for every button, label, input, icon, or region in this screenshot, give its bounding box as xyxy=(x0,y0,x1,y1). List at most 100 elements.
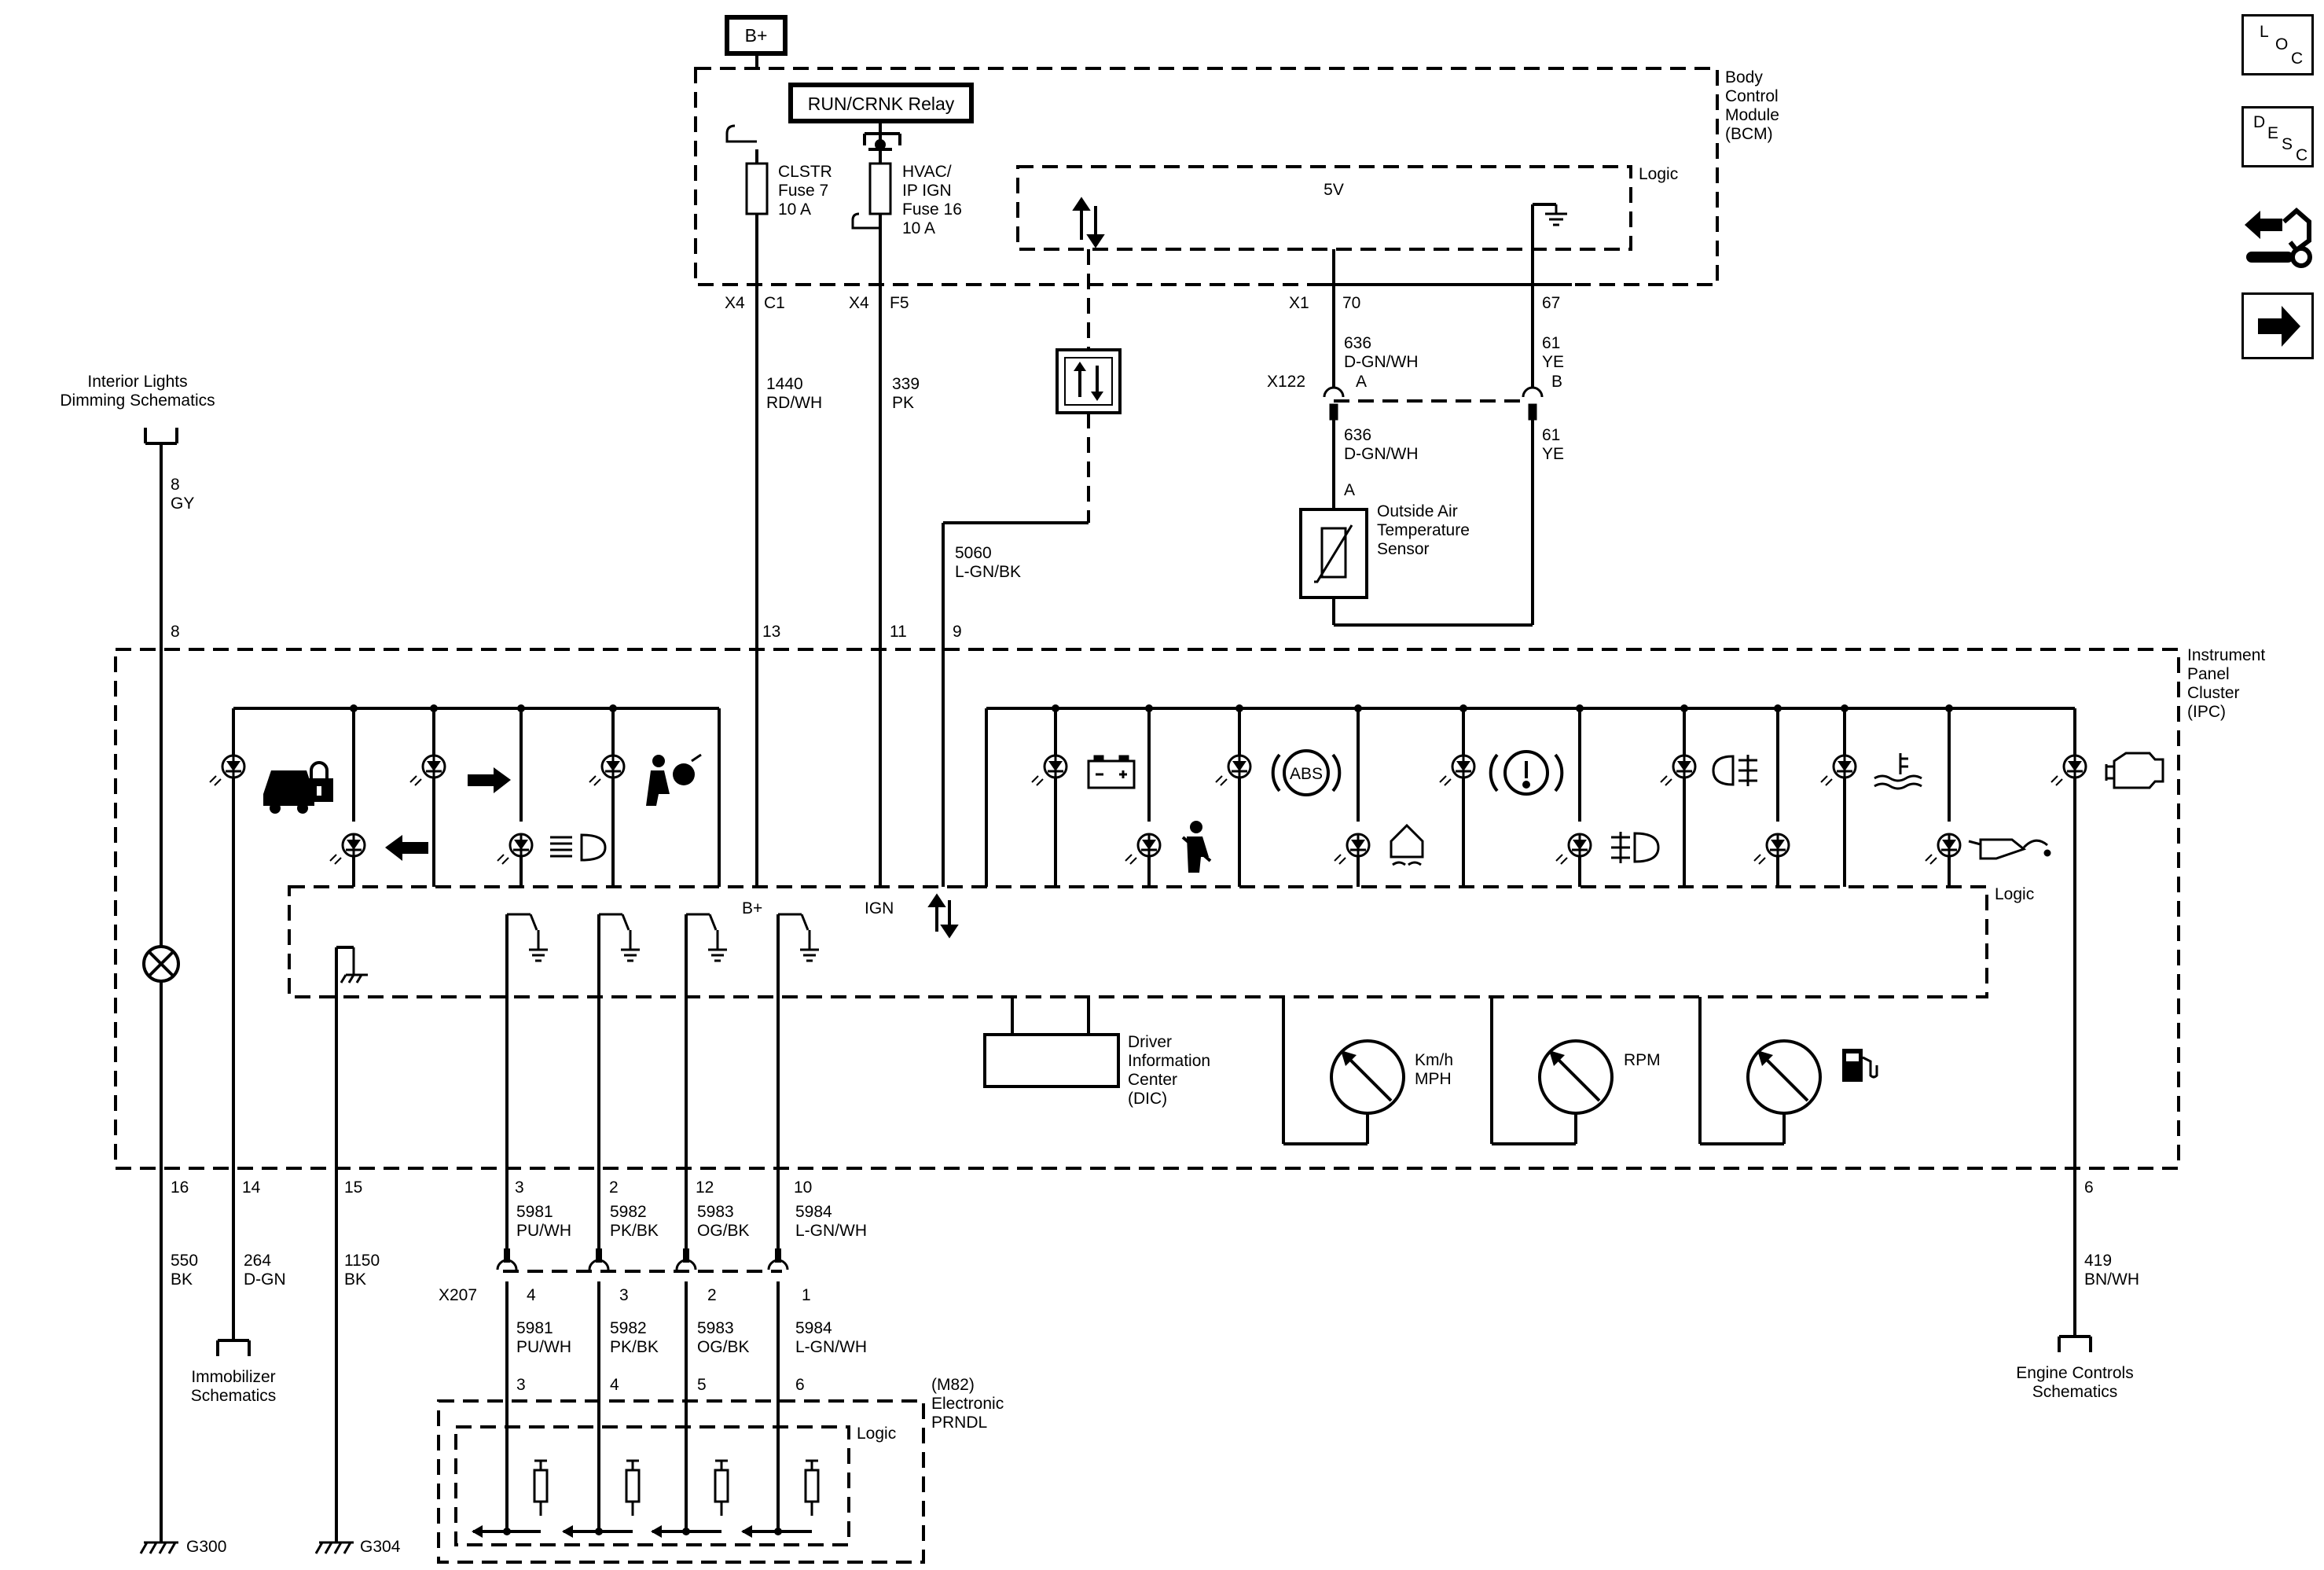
dic-line2: Information xyxy=(1128,1052,1210,1070)
led xyxy=(1555,833,1592,866)
w5981a-num: 5981 xyxy=(516,1203,553,1221)
w5981a-color: PU/WH xyxy=(516,1222,571,1240)
check-engine-icon xyxy=(2105,752,2164,789)
prndl-pin-4: 4 xyxy=(610,1376,619,1394)
w5981b-color: PU/WH xyxy=(516,1338,571,1356)
brake-warning-icon xyxy=(1489,750,1564,796)
g300-label: G300 xyxy=(186,1538,226,1556)
dic-line1: Driver xyxy=(1128,1033,1172,1051)
fuse1-line2: Fuse 7 xyxy=(778,182,828,200)
p70-label: 70 xyxy=(1342,294,1360,312)
fuse2-line1: HVAC/ xyxy=(902,163,952,181)
w5060-color: L-GN/BK xyxy=(955,563,1021,581)
x207-label: X207 xyxy=(439,1286,477,1304)
g300-ground-icon xyxy=(139,1541,180,1555)
switched-ground-3 xyxy=(685,913,729,962)
w61a-num: 61 xyxy=(1542,334,1560,352)
x207-pin-1: 1 xyxy=(802,1286,811,1304)
dic-line4: (DIC) xyxy=(1128,1090,1167,1108)
ipc-logic-label: Logic xyxy=(1995,885,2034,903)
fuse-16 xyxy=(868,162,892,215)
ipc-pin-14: 14 xyxy=(242,1178,261,1197)
next-button[interactable] xyxy=(2241,292,2314,359)
x122-label: X122 xyxy=(1267,373,1305,391)
w5984a-color: L-GN/WH xyxy=(795,1222,867,1240)
description-button[interactable]: D E S C xyxy=(2241,106,2314,167)
led xyxy=(329,833,366,866)
ipc-pin-8: 8 xyxy=(171,623,180,641)
fuse-7 xyxy=(745,162,769,215)
x122-connector xyxy=(1323,386,1544,421)
module-outlines xyxy=(114,67,2180,1564)
location-button[interactable]: L O C xyxy=(2241,14,2314,75)
prndl-line2: Electronic xyxy=(931,1395,1004,1413)
abs-label: ABS xyxy=(1290,765,1323,783)
dic-line3: Center xyxy=(1128,1071,1177,1089)
fuse2-line2: IP IGN xyxy=(902,182,952,200)
ipc-pin-6: 6 xyxy=(2084,1178,2094,1197)
speed-line1: Km/h xyxy=(1415,1051,1453,1069)
ipc-line4: (IPC) xyxy=(2187,703,2226,721)
ipc-pin-12: 12 xyxy=(696,1178,714,1197)
w1150-color: BK xyxy=(344,1270,366,1289)
led xyxy=(1753,833,1790,866)
coolant-temp-icon xyxy=(1874,753,1922,790)
prndl-line3: PRNDL xyxy=(931,1414,987,1432)
fuse1-line3: 10 A xyxy=(778,200,811,219)
speed-line2: MPH xyxy=(1415,1070,1452,1088)
loc-letter-c: C xyxy=(2291,50,2304,68)
ipc-logic-ground-icon xyxy=(340,947,368,984)
dimming-lamp-icon xyxy=(142,945,180,983)
fuse16-hook xyxy=(851,212,880,230)
ipc-data-icon xyxy=(927,893,959,939)
w5984b-num: 5984 xyxy=(795,1319,832,1337)
v5-label: 5V xyxy=(1324,181,1344,199)
g304-label: G304 xyxy=(360,1538,401,1556)
fuel-gauge xyxy=(1746,1039,1822,1115)
desc-letter-e: E xyxy=(2267,124,2279,142)
led xyxy=(2050,754,2087,787)
w5982b-color: PK/BK xyxy=(610,1338,659,1356)
w419-num: 419 xyxy=(2084,1252,2112,1270)
fuel-pump-icon xyxy=(1842,1049,1878,1082)
led xyxy=(496,833,534,866)
ipc-line1: Instrument xyxy=(2187,646,2265,664)
ipc-line3: Cluster xyxy=(2187,684,2240,702)
front-fog-icon xyxy=(1611,832,1660,863)
oat-line1: Outside Air xyxy=(1377,502,1458,520)
f5-label: F5 xyxy=(890,294,909,312)
prndl-logic-outline xyxy=(454,1425,850,1546)
prndl-pin-3: 3 xyxy=(516,1376,526,1394)
right-arrow-icon xyxy=(468,767,511,793)
ipc-pin-13: 13 xyxy=(762,623,780,641)
engine-ref-line1: Engine Controls xyxy=(2016,1364,2133,1382)
fuse7-hook xyxy=(725,124,757,143)
ipc-pin-11: 11 xyxy=(890,623,907,641)
relay-label: RUN/CRNK Relay xyxy=(808,94,955,114)
w636b-color: D-GN/WH xyxy=(1344,445,1418,463)
w1150-num: 1150 xyxy=(344,1252,380,1270)
prndl-switch-3 xyxy=(714,1459,729,1517)
w5983a-num: 5983 xyxy=(697,1203,734,1221)
led xyxy=(1333,833,1371,866)
x4b-label: X4 xyxy=(849,294,869,312)
w636a-color: D-GN/WH xyxy=(1344,353,1418,371)
bcm-ground-icon xyxy=(1544,203,1569,226)
immobilizer-ref-line1: Immobilizer xyxy=(191,1368,275,1386)
w5060-num: 5060 xyxy=(955,544,992,562)
w5984b-color: L-GN/WH xyxy=(795,1338,867,1356)
bcm-outline xyxy=(694,67,1719,286)
ipc-pin-2: 2 xyxy=(609,1178,619,1197)
bplus-pin-label: B+ xyxy=(742,899,762,917)
prndl-switch-4 xyxy=(804,1459,820,1517)
w5983a-color: OG/BK xyxy=(697,1222,750,1240)
w5982a-color: PK/BK xyxy=(610,1222,659,1240)
prndl-splices xyxy=(503,1528,782,1535)
repair-procedures-button[interactable] xyxy=(2241,203,2314,274)
w550-color: BK xyxy=(171,1270,193,1289)
w1440-num: 1440 xyxy=(766,375,803,393)
c1-label: C1 xyxy=(764,294,785,312)
x122-pinB: B xyxy=(1551,373,1562,391)
bcm-line3: Module xyxy=(1725,106,1779,124)
fuse1-line1: CLSTR xyxy=(778,163,832,181)
